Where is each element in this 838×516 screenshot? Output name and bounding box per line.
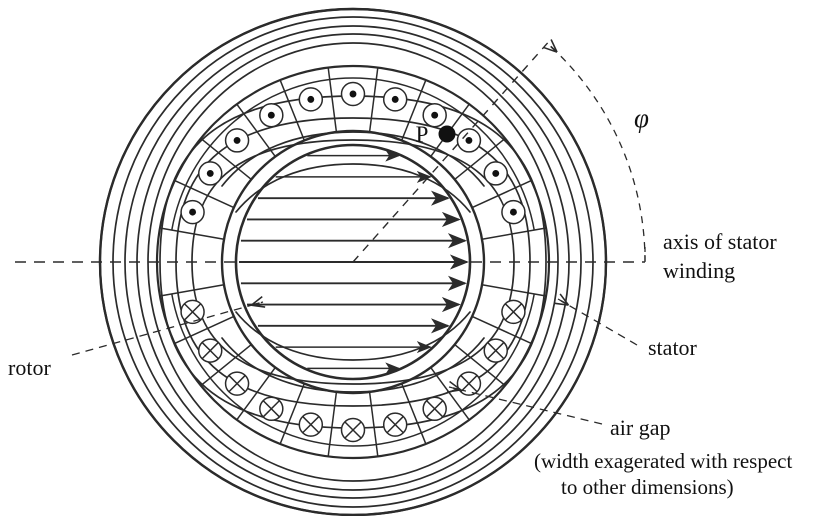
conductor-cross — [422, 396, 447, 422]
conductor-cross — [180, 299, 205, 325]
conductor-cross — [382, 412, 408, 437]
rotor-circle — [234, 143, 472, 381]
conductor-dot — [298, 87, 324, 112]
rotor-leader — [71, 295, 266, 356]
conductor-dot — [422, 102, 447, 128]
conductor-cross — [197, 338, 223, 363]
conductor-cross — [259, 396, 284, 422]
point-p-marker — [438, 125, 456, 143]
phi-label: φ — [634, 103, 649, 133]
conductor-dot — [456, 128, 482, 153]
conductor-dot — [197, 161, 223, 186]
rotor-label: rotor — [8, 355, 51, 380]
conductor-dot — [180, 199, 205, 225]
air-gap-leader — [446, 380, 603, 425]
axis-of-stator-winding-line — [15, 247, 646, 263]
air-gap-note-line1: (width exagerated with respect — [534, 449, 792, 473]
conductor-dot — [483, 161, 509, 186]
stator-leader — [554, 293, 638, 346]
conductor-cross — [501, 299, 526, 325]
air-gap-label: air gap — [610, 415, 670, 440]
radial-line-to-p — [352, 37, 553, 263]
conductor-cross — [456, 371, 482, 396]
stator-bore-circle — [220, 129, 486, 395]
conductor-dot — [340, 81, 366, 107]
conductor-dot — [224, 128, 250, 153]
stator-teeth-group — [159, 67, 547, 457]
axis-label-line2: winding — [663, 258, 735, 283]
stator-label: stator — [648, 335, 698, 360]
conductor-cross — [298, 412, 324, 437]
phi-angle-arc — [543, 39, 646, 263]
conductor-cross — [483, 338, 509, 363]
conductor-dot — [501, 199, 526, 225]
conductor-dot — [382, 87, 408, 112]
conductor-dot — [259, 102, 284, 128]
conductor-cross — [340, 417, 366, 443]
air-gap-note-line2: to other dimensions) — [561, 475, 734, 499]
axis-label-line1: axis of stator — [663, 229, 777, 254]
point-p-label: P — [416, 122, 429, 147]
conductor-cross — [224, 371, 250, 396]
